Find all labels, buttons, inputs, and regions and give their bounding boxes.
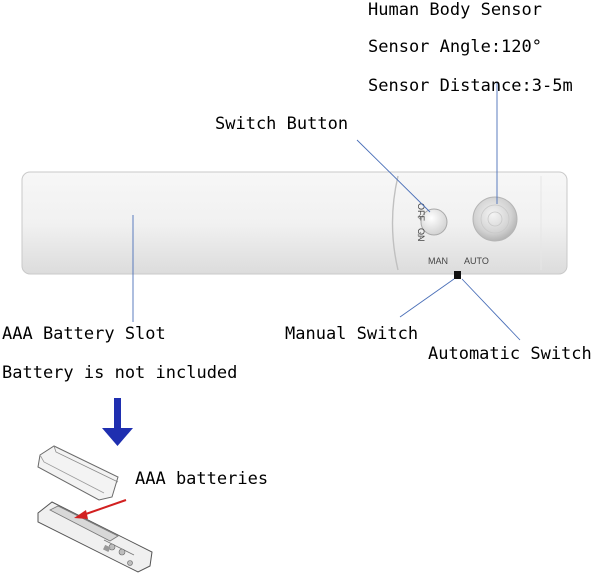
red-arrow-icon xyxy=(74,499,127,519)
manual-switch-label: Manual Switch xyxy=(285,324,419,344)
on-marking: ON xyxy=(416,228,426,242)
leader-automatic-switch xyxy=(461,278,521,341)
leader-manual-switch xyxy=(399,278,455,318)
sensor-title-label: Human Body Sensor xyxy=(368,0,542,20)
light-bar-device xyxy=(21,171,568,275)
man-marking: MAN xyxy=(428,256,448,266)
leader-lines xyxy=(132,83,521,341)
aaa-batteries-label: AAA batteries xyxy=(135,469,269,489)
sensor-distance-label: Sensor Distance:3-5m xyxy=(368,76,573,96)
pir-sensor-icon xyxy=(472,196,518,242)
down-arrow-icon xyxy=(102,398,133,446)
mode-slider-switch[interactable] xyxy=(454,271,461,279)
automatic-switch-label: Automatic Switch xyxy=(428,344,592,364)
switch-button-icon[interactable] xyxy=(420,208,448,236)
battery-tray xyxy=(37,501,153,573)
off-on-markings: OFF ON xyxy=(416,203,426,242)
switch-arrow-icon xyxy=(417,213,422,239)
battery-slot-label: AAA Battery Slot xyxy=(2,324,166,344)
switch-button-label: Switch Button xyxy=(215,114,349,134)
auto-marking: AUTO xyxy=(464,256,489,266)
sensor-angle-label: Sensor Angle:120° xyxy=(368,37,542,57)
cover-seam xyxy=(391,175,399,271)
leader-switch-button xyxy=(356,139,431,213)
battery-cover xyxy=(37,445,119,501)
battery-note-label: Battery is not included xyxy=(2,363,238,383)
off-marking: OFF xyxy=(416,203,426,221)
